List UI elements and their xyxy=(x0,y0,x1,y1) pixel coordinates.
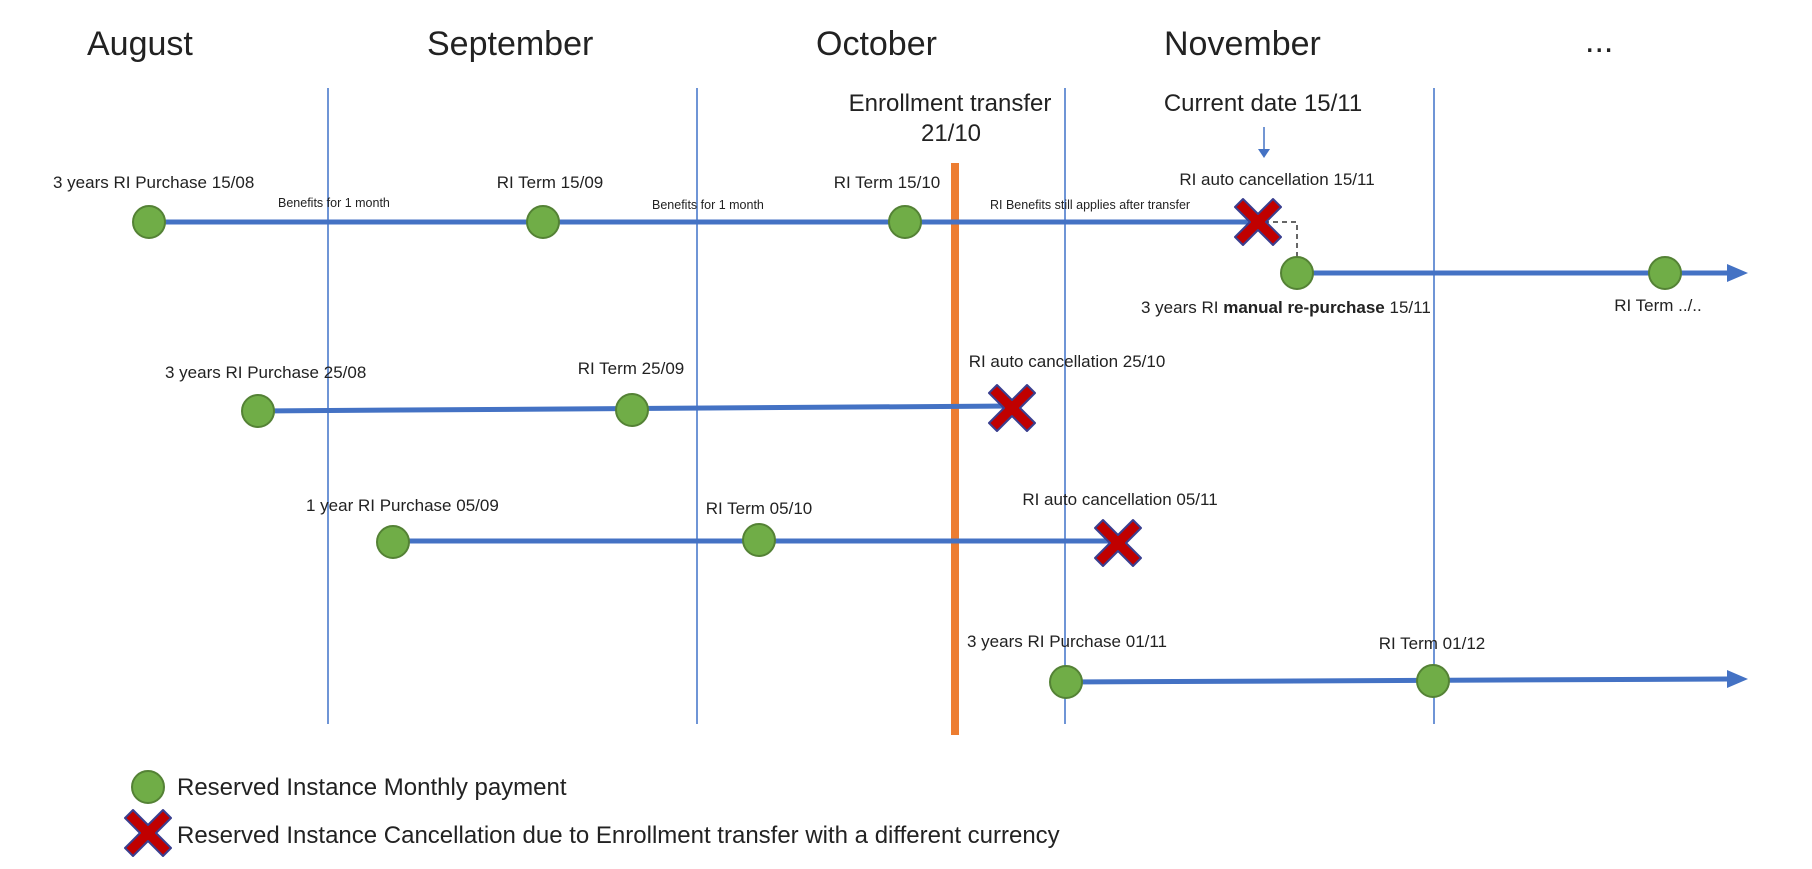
row2-purchase-label: 3 years RI Purchase 25/08 xyxy=(165,363,366,382)
month-label-october: October xyxy=(816,25,937,63)
month-label-september: September xyxy=(427,25,593,63)
row4-term-1-label: RI Term 01/12 xyxy=(1379,634,1485,653)
row1-payment-dot-1 xyxy=(132,205,166,239)
row2-payment-dot-1 xyxy=(241,394,275,428)
row2-term-1-label: RI Term 25/09 xyxy=(578,359,684,378)
month-label-august: August xyxy=(87,25,193,63)
row1-cancellation-label: RI auto cancellation 15/11 xyxy=(1179,170,1374,189)
row2-payment-dot-2 xyxy=(615,393,649,427)
row1-benefit-3-label: RI Benefits still applies after transfer xyxy=(990,198,1190,212)
month-label-ellipsis: ... xyxy=(1585,22,1613,60)
row3-cancellation-label: RI auto cancellation 05/11 xyxy=(1022,490,1217,509)
enrollment-transfer-label: Enrollment transfer xyxy=(849,90,1052,117)
row4-payment-dot-2 xyxy=(1416,664,1450,698)
row3-purchase-label: 1 year RI Purchase 05/09 xyxy=(306,496,499,515)
row4-timeline xyxy=(1064,676,1728,685)
row3-payment-dot-1 xyxy=(376,525,410,559)
month-label-november: November xyxy=(1164,25,1321,63)
row3-term-1-label: RI Term 05/10 xyxy=(706,499,812,518)
row1-benefit-1-label: Benefits for 1 month xyxy=(278,196,390,210)
row1-repurchase-prefix: 3 years RI xyxy=(1141,298,1223,317)
row1-repurchase-bold: manual re-purchase xyxy=(1223,298,1385,317)
legend-cancellation-label: Reserved Instance Cancellation due to En… xyxy=(177,822,1060,849)
row1-repurchase-connector xyxy=(1264,221,1298,263)
row4-payment-dot-1 xyxy=(1049,665,1083,699)
row1-term-next-dot xyxy=(1648,256,1682,290)
row1-term-2-label: RI Term 15/10 xyxy=(834,173,940,192)
row1-benefit-2-label: Benefits for 1 month xyxy=(652,198,764,212)
current-date-label: Current date 15/11 xyxy=(1164,90,1362,117)
enrollment-transfer-date: 21/10 xyxy=(921,120,981,147)
row1-repurchase-label: 3 years RI manual re-purchase 15/11 xyxy=(1141,298,1431,317)
row4-arrowhead xyxy=(1727,670,1748,688)
row1-term-1-label: RI Term 15/09 xyxy=(497,173,603,192)
row2-cancellation-label: RI auto cancellation 25/10 xyxy=(969,352,1166,371)
row1-payment-dot-3 xyxy=(888,205,922,239)
current-date-arrow-head xyxy=(1258,149,1270,158)
row4-purchase-label: 3 years RI Purchase 01/11 xyxy=(967,632,1167,651)
row1-term-next-label: RI Term ../.. xyxy=(1614,296,1702,315)
row1-payment-dot-2 xyxy=(526,205,560,239)
legend-payment-icon xyxy=(131,770,165,804)
row1-repurchase-arrowhead xyxy=(1727,264,1748,282)
legend-cancellation-icon xyxy=(124,809,172,857)
row1-repurchase-dot xyxy=(1280,256,1314,290)
legend-payment-label: Reserved Instance Monthly payment xyxy=(177,774,567,801)
row1-purchase-label: 3 years RI Purchase 15/08 xyxy=(53,173,254,192)
row3-payment-dot-2 xyxy=(742,523,776,557)
row1-repurchase-suffix: 15/11 xyxy=(1385,298,1431,317)
